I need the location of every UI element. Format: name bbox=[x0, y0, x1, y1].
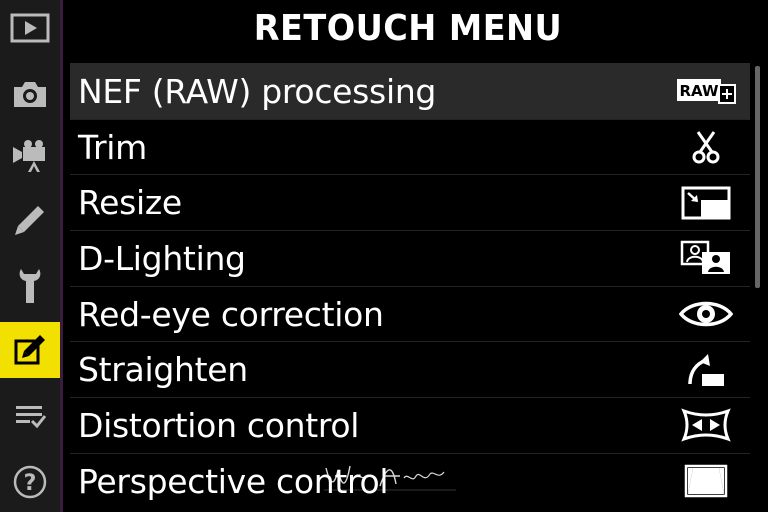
menu-item-perspective-control[interactable]: Perspective control bbox=[70, 452, 750, 509]
resize-icon bbox=[674, 181, 738, 225]
menu-item-nef-raw-processing[interactable]: NEF (RAW) processing RAW bbox=[70, 63, 750, 119]
wrench-icon bbox=[19, 269, 41, 303]
menu-item-label: Perspective control bbox=[78, 461, 389, 501]
help-glyph: ? bbox=[24, 471, 37, 496]
menu-item-label: D-Lighting bbox=[78, 238, 246, 278]
camera-icon bbox=[14, 82, 46, 107]
playback-menu-tab[interactable] bbox=[0, 0, 60, 56]
photo-shooting-menu-tab[interactable] bbox=[0, 66, 60, 122]
menu-scrollbar[interactable] bbox=[755, 66, 760, 288]
menu-item-label: Distortion control bbox=[78, 405, 360, 445]
movie-shooting-menu-tab[interactable] bbox=[0, 128, 60, 184]
help-tab[interactable]: ? bbox=[0, 454, 60, 510]
scissors-icon bbox=[674, 125, 738, 169]
perspective-icon bbox=[674, 459, 738, 503]
my-menu-icon bbox=[16, 406, 47, 429]
watermark-signature bbox=[324, 465, 456, 491]
d-lighting-icon bbox=[674, 236, 738, 280]
menu-item-resize[interactable]: Resize bbox=[70, 174, 750, 230]
playback-icon bbox=[10, 13, 50, 43]
menu-item-red-eye-correction[interactable]: Red-eye correction bbox=[70, 285, 750, 342]
menu-item-label: NEF (RAW) processing bbox=[78, 71, 437, 111]
menu-item-trim[interactable]: Trim bbox=[70, 118, 750, 175]
raw-badge-text: RAW bbox=[679, 82, 718, 100]
menu-item-label: Resize bbox=[78, 183, 182, 223]
my-menu-tab[interactable] bbox=[0, 388, 60, 444]
menu-item-label: Trim bbox=[78, 127, 147, 167]
retouch-icon bbox=[14, 335, 45, 365]
menu-item-label: Straighten bbox=[78, 350, 248, 390]
eye-icon bbox=[674, 292, 738, 336]
menu-item-distortion-control[interactable]: Distortion control bbox=[70, 397, 750, 453]
help-icon: ? bbox=[13, 465, 47, 499]
rail-divider bbox=[60, 0, 63, 512]
raw-processing-icon: RAW bbox=[674, 69, 738, 113]
menu-item-d-lighting[interactable]: D-Lighting bbox=[70, 230, 750, 286]
page-title: RETOUCH MENU bbox=[253, 7, 563, 49]
pencil-icon bbox=[15, 206, 44, 235]
retouch-menu-tab[interactable] bbox=[0, 322, 60, 378]
custom-settings-menu-tab[interactable] bbox=[0, 192, 60, 248]
menu-tab-rail: ? bbox=[0, 0, 60, 512]
retouch-menu-list: NEF (RAW) processing RAW Trim Resize bbox=[70, 63, 750, 509]
setup-menu-tab[interactable] bbox=[0, 258, 60, 314]
menu-item-label: Red-eye correction bbox=[78, 294, 384, 334]
straighten-icon bbox=[674, 348, 738, 392]
movie-camera-icon bbox=[13, 140, 45, 172]
distortion-icon bbox=[674, 403, 738, 447]
menu-item-straighten[interactable]: Straighten bbox=[70, 341, 750, 397]
